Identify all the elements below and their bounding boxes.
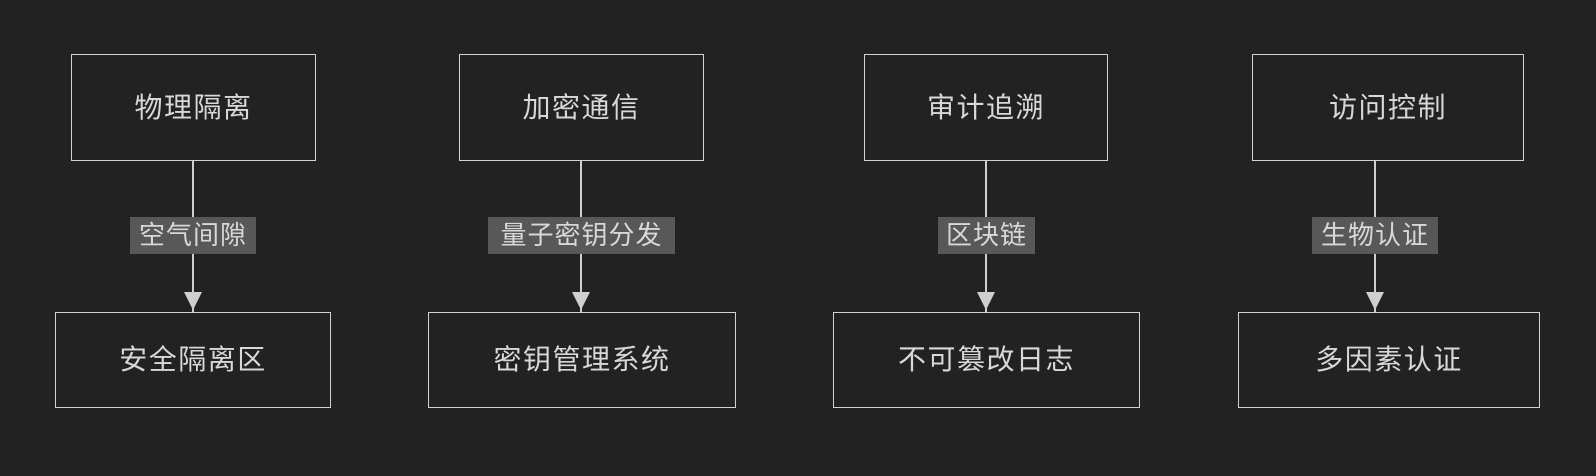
edge-label-1: 空气间隙	[130, 217, 256, 254]
target-node-3[interactable]: 不可篡改日志	[833, 312, 1140, 408]
edge-label-2: 量子密钥分发	[488, 217, 675, 254]
target-node-2[interactable]: 密钥管理系统	[428, 312, 736, 408]
edge-arrowhead-1	[184, 292, 202, 310]
source-node-4[interactable]: 访问控制	[1252, 54, 1524, 161]
source-node-2[interactable]: 加密通信	[459, 54, 704, 161]
target-node-1[interactable]: 安全隔离区	[55, 312, 331, 408]
source-node-3[interactable]: 审计追溯	[864, 54, 1108, 161]
edge-label-4: 生物认证	[1312, 217, 1438, 254]
target-node-4[interactable]: 多因素认证	[1238, 312, 1540, 408]
edge-arrowhead-3	[977, 292, 995, 310]
edge-label-3: 区块链	[938, 217, 1035, 254]
edge-arrowhead-4	[1366, 292, 1384, 310]
source-node-1[interactable]: 物理隔离	[71, 54, 316, 161]
edge-arrowhead-2	[572, 292, 590, 310]
